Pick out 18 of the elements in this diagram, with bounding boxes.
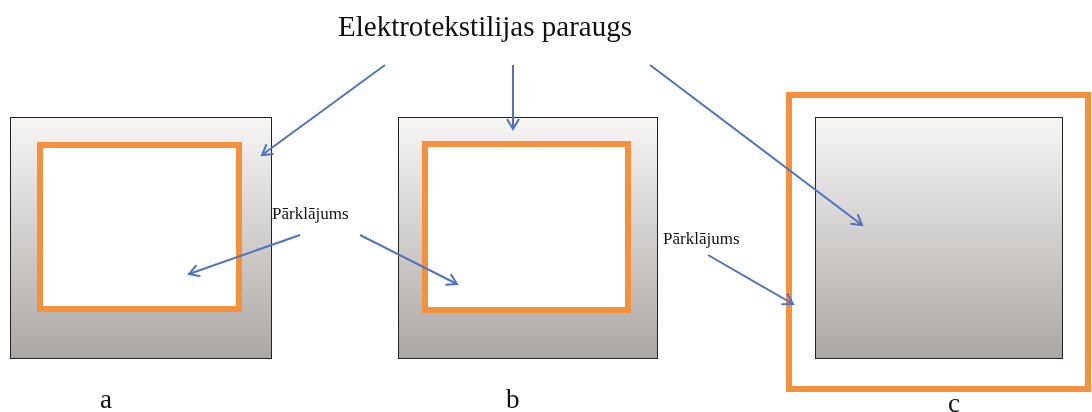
callout-text: Pārklājums — [663, 229, 740, 249]
panel-letter: b — [506, 384, 520, 412]
leader-line — [707, 254, 794, 306]
leader-line — [359, 234, 458, 286]
coating-frame — [37, 142, 242, 312]
leader-line — [649, 64, 863, 226]
callout-text: Pārklājums — [272, 204, 349, 224]
leader-line — [261, 64, 386, 156]
sample-panel — [815, 117, 1063, 359]
panel-letter: a — [100, 384, 112, 412]
leader-line — [506, 64, 520, 130]
callout-text: Elektrotekstilijas paraugs — [338, 10, 632, 43]
leader-line — [188, 234, 301, 278]
sample-panel — [10, 117, 272, 359]
panel-letter: c — [948, 388, 960, 412]
coating-frame — [786, 92, 1091, 392]
sample-panel — [398, 117, 658, 359]
coating-frame — [422, 141, 631, 313]
